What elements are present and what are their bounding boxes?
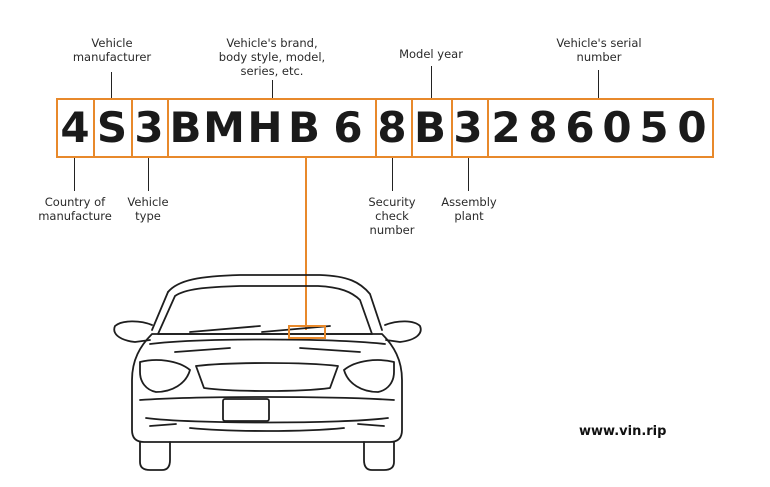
- vin-box: [56, 98, 714, 158]
- tick-manufacturer: [111, 72, 112, 98]
- vin-char: B: [169, 103, 202, 152]
- tick-serial: [598, 70, 599, 98]
- tick-security: [392, 158, 393, 191]
- vin-divider: [93, 100, 95, 156]
- tick-vehicle-type: [148, 158, 149, 191]
- vin-char: 6: [333, 103, 363, 152]
- vin-char: 0: [677, 103, 707, 152]
- vin-char: 4: [60, 103, 90, 152]
- vin-divider: [487, 100, 489, 156]
- label-model-year: Model year: [399, 47, 463, 61]
- vin-divider: [167, 100, 169, 156]
- label-brand-body-model: Vehicle's brand,body style, model,series…: [218, 36, 326, 78]
- vin-divider: [411, 100, 413, 156]
- vin-divider: [451, 100, 453, 156]
- vin-char: 3: [453, 103, 483, 152]
- vin-char: S: [96, 103, 128, 152]
- vin-char: 3: [134, 103, 164, 152]
- leader-line: [305, 158, 307, 330]
- vin-char: 6: [565, 103, 595, 152]
- vin-char: M: [203, 103, 245, 152]
- tick-brand: [272, 80, 273, 98]
- vin-char: 0: [602, 103, 632, 152]
- vin-char: B: [413, 103, 446, 152]
- vin-char: 8: [528, 103, 558, 152]
- vin-char: 2: [491, 103, 521, 152]
- vin-char: 8: [377, 103, 407, 152]
- watermark-text: www.vin.rip: [579, 424, 667, 439]
- vin-plate-highlight: [288, 325, 326, 339]
- tick-country: [74, 158, 75, 191]
- vin-char: H: [247, 103, 283, 152]
- vin-divider: [131, 100, 133, 156]
- vin-char: B: [287, 103, 320, 152]
- tick-assembly: [468, 158, 469, 191]
- vin-divider: [375, 100, 377, 156]
- tick-model-year: [431, 66, 432, 98]
- vin-char: 5: [639, 103, 669, 152]
